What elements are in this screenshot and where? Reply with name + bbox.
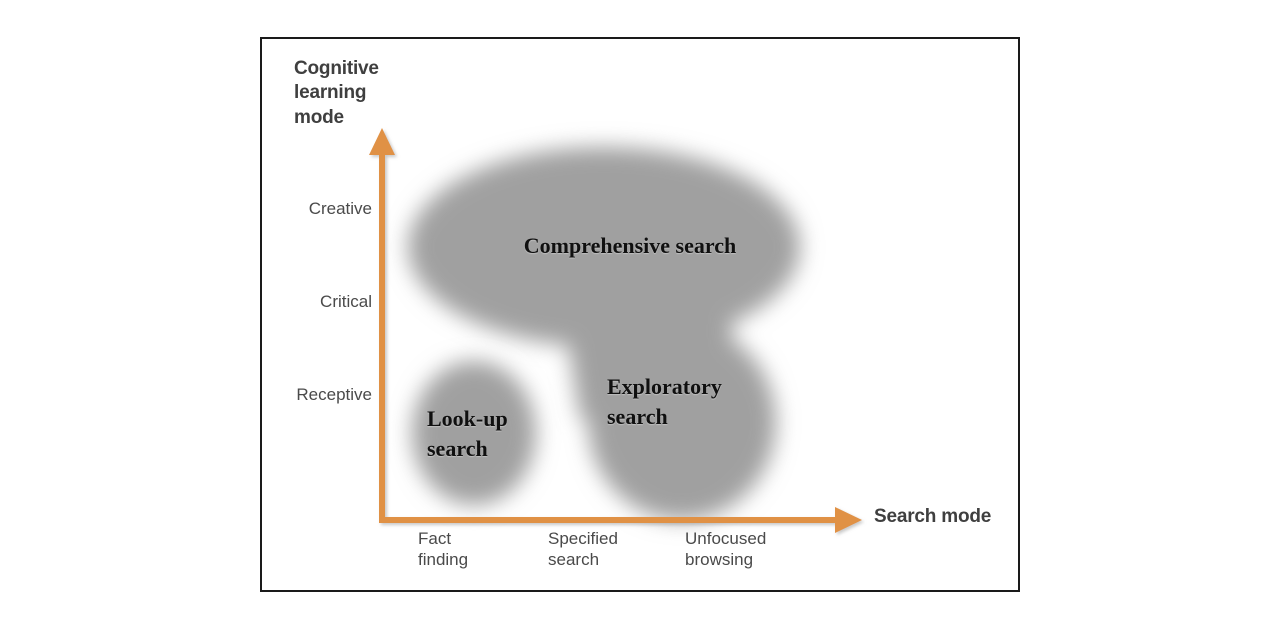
blob-group-lookup xyxy=(412,361,536,505)
y-axis-title: Cognitive learning mode xyxy=(294,58,379,128)
y-axis-tick-critical: Critical xyxy=(320,292,372,311)
x-axis-line xyxy=(379,517,840,523)
blob-lookup-search xyxy=(412,361,536,505)
figure-frame: Cognitive learning mode Search mode Crea… xyxy=(260,37,1020,592)
y-axis-arrowhead-icon xyxy=(369,128,395,155)
blob-label-exploratory-search: Exploratory search xyxy=(607,374,722,429)
x-axis-tick-fact-finding: Fact finding xyxy=(418,529,469,570)
x-axis-tick-specified-search: Specified search xyxy=(548,529,618,570)
x-axis-arrowhead-icon xyxy=(835,507,862,533)
blob-comprehensive-search xyxy=(408,147,800,347)
y-axis-tick-receptive: Receptive xyxy=(296,385,372,404)
blob-label-lookup-search: Look-up search xyxy=(427,406,508,461)
axis-arrows xyxy=(369,128,862,533)
y-axis-tick-creative: Creative xyxy=(308,199,372,218)
blob-label-comprehensive-search: Comprehensive search xyxy=(523,233,737,258)
plot-area: Cognitive learning mode Search mode Crea… xyxy=(262,39,1018,590)
x-axis-title: Search mode xyxy=(874,506,992,527)
x-axis-tick-unfocused-browsing: Unfocused browsing xyxy=(685,529,767,570)
y-axis-line xyxy=(379,150,385,523)
diagram-canvas xyxy=(369,128,862,533)
blob-group-merged xyxy=(408,147,800,520)
blob-bridge-comprehensive-exploratory xyxy=(562,301,732,429)
